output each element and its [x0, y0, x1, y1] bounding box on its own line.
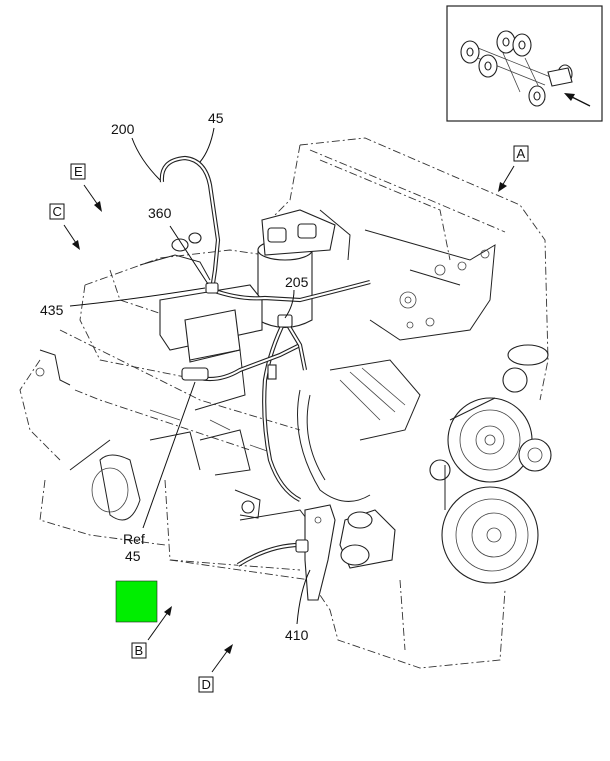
lower-pulley: [441, 486, 539, 584]
callout-435: 435: [40, 302, 64, 318]
callout-ref-word: Ref: [123, 531, 145, 547]
callout-410: 410: [285, 627, 309, 643]
svg-text:C: C: [53, 204, 62, 219]
callout-labels: 200 45 360 435 205 Ref 45 410: [40, 110, 309, 643]
leader-360: [169, 225, 209, 285]
leader-435: [69, 287, 206, 307]
callout-200: 200: [111, 121, 135, 137]
svg-text:B: B: [135, 643, 144, 658]
callout-45-top: 45: [208, 110, 224, 126]
callout-360: 360: [148, 205, 172, 221]
view-label-d: D: [198, 644, 233, 693]
chassis-inset: [446, 5, 603, 122]
leader-200: [131, 137, 161, 181]
leader-410: [296, 569, 311, 625]
leader-ref45: [142, 381, 196, 529]
leader-45-top: [199, 127, 215, 163]
svg-text:E: E: [74, 164, 83, 179]
engine-components: [35, 209, 552, 584]
wiring-harness: [159, 155, 371, 601]
view-label-a: A: [498, 145, 529, 192]
svg-text:A: A: [517, 146, 526, 161]
svg-text:D: D: [202, 677, 211, 692]
callout-ref-45: 45: [125, 548, 141, 564]
highlight-swatch: [115, 580, 158, 623]
view-label-e: E: [70, 163, 102, 212]
view-label-c: C: [49, 203, 80, 250]
inset-arrow: [564, 93, 591, 107]
leader-205: [284, 289, 295, 319]
idler-pulleys: [429, 344, 552, 481]
upper-pulley: [447, 397, 533, 483]
leader-lines: [69, 127, 311, 625]
view-label-b: B: [115, 580, 172, 659]
callout-205: 205: [285, 274, 309, 290]
